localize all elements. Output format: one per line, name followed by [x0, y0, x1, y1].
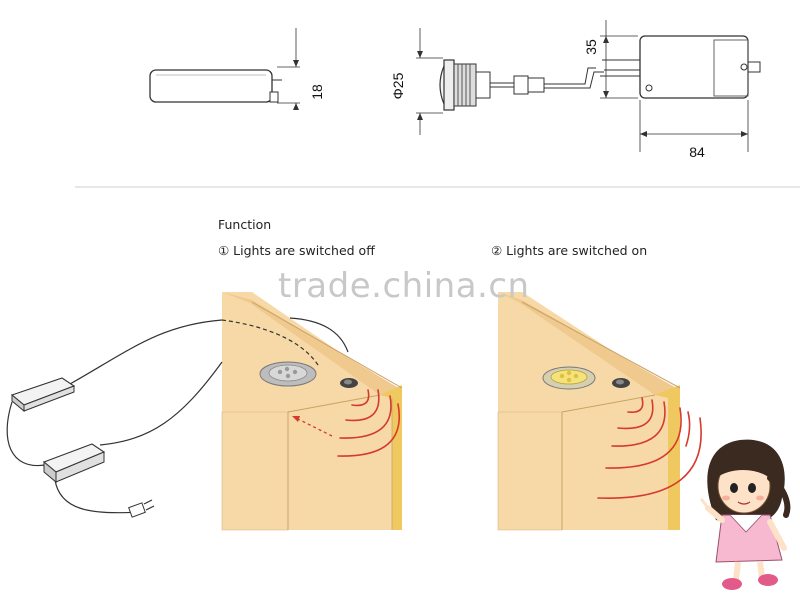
length-dimension: 84 [639, 100, 749, 160]
dim-diameter-label: Φ25 [390, 72, 406, 99]
width-dimension: 35 [583, 20, 638, 99]
dim-length-label: 84 [689, 144, 705, 160]
driver-box-side-view [149, 69, 282, 103]
led-lamp-icon [259, 361, 317, 387]
sensor-waves-on [597, 397, 702, 499]
sensor-switch-icon [340, 378, 358, 388]
cabinet-off [221, 292, 403, 531]
wiring [6, 317, 349, 514]
hand-approach-arrow [295, 417, 333, 437]
led-lamp-lit-icon [542, 366, 596, 390]
caption-lights-off: ① Lights are switched off [218, 243, 375, 258]
driver-box-icon [10, 377, 76, 413]
function-title: Function [218, 217, 272, 232]
sensor-waves-outer [685, 411, 691, 447]
arrow-head [292, 416, 300, 422]
power-adapter-icon [42, 443, 106, 484]
caption-lights-on: ② Lights are switched on [491, 243, 648, 258]
driver-box-top-view [600, 35, 761, 99]
girl-figure-icon [700, 439, 791, 590]
watermark-text: trade.china.cn [278, 266, 530, 306]
height-dimension: 18 [277, 28, 325, 110]
cabinet-on [497, 292, 681, 531]
power-plug-icon [128, 499, 155, 518]
sensor-switch-icon [612, 378, 630, 388]
sensor-waves-off [337, 389, 400, 457]
dim-width-label: 35 [583, 39, 599, 55]
dim-height-label: 18 [309, 84, 325, 100]
sensor-switch-icon: Φ25 [390, 28, 604, 135]
